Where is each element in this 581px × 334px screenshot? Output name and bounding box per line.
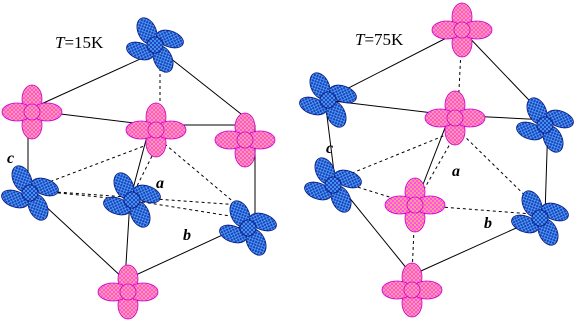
axis-label-b: b <box>183 227 191 244</box>
orbital-magenta <box>97 264 159 320</box>
orbital-blue <box>123 14 187 76</box>
temperature-label-left: T=15K <box>55 33 103 53</box>
orbital-magenta <box>214 112 276 168</box>
orbital-blue <box>508 187 572 249</box>
axis-label-a: a <box>452 163 460 180</box>
orbital-blue <box>0 162 62 224</box>
temperature-symbol: T <box>55 33 65 52</box>
temperature-value: =15K <box>64 33 104 52</box>
orbital-magenta <box>125 102 187 158</box>
axis-label-b: b <box>484 215 492 232</box>
axis-label-c: c <box>326 140 334 157</box>
orbital-magenta <box>381 262 443 318</box>
axis-label-c: c <box>7 150 15 167</box>
axis-label-a: a <box>156 175 164 192</box>
unit-cell-frame <box>27 49 256 281</box>
orbital-magenta <box>1 84 63 140</box>
orbital-magenta <box>384 177 446 233</box>
panel-right <box>296 2 577 318</box>
temperature-label-right: T=75K <box>355 30 403 50</box>
panel-left <box>0 14 280 320</box>
temperature-symbol: T <box>355 30 365 49</box>
unit-cell-frame <box>324 29 549 276</box>
orbital-magenta <box>431 2 493 58</box>
orbital-blue <box>216 197 280 259</box>
orbital-magenta <box>424 90 486 146</box>
temperature-value: =75K <box>364 30 404 49</box>
orbital-blue <box>100 169 164 231</box>
orbital-blue <box>513 94 577 156</box>
